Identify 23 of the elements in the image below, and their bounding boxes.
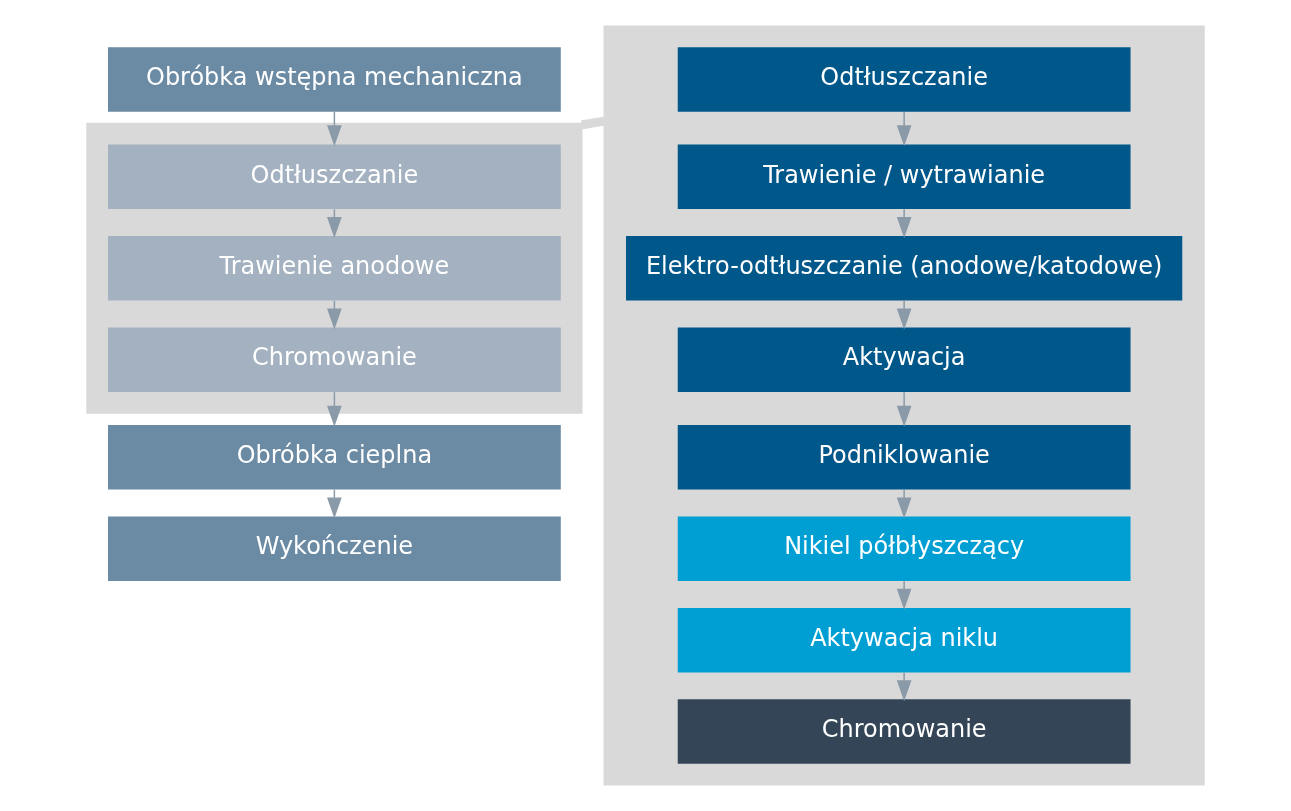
node-box: Obróbka cieplna [108, 425, 561, 490]
arrow [896, 488, 912, 519]
connector [581, 116, 605, 130]
arrow [896, 111, 912, 147]
node-box: Nikiel półbłyszczący [677, 516, 1131, 581]
node-box: Obróbka wstępna mechaniczna [108, 47, 561, 112]
node-box: Wykończenie [108, 516, 561, 581]
node-box: Chromowanie [108, 327, 561, 392]
node-box: Aktywacja niklu [677, 607, 1131, 673]
arrow [896, 391, 912, 427]
node-box: Chromowanie [677, 699, 1131, 764]
arrow [896, 580, 912, 610]
node-box: Trawienie anodowe [108, 236, 561, 301]
node-box: Podniklowanie [677, 425, 1131, 490]
node-box: Odtłuszczanie [677, 47, 1131, 112]
node-box: Odtłuszczanie [108, 144, 561, 210]
cluster [603, 25, 1205, 786]
arrow [896, 208, 912, 238]
node-box: Trawienie / wytrawianie [677, 144, 1131, 210]
node-box: Aktywacja [677, 327, 1131, 392]
arrow [896, 300, 912, 330]
node-box: Elektro-odtłuszczanie (anodowe/katodowe) [626, 236, 1183, 301]
arrow [896, 671, 912, 702]
